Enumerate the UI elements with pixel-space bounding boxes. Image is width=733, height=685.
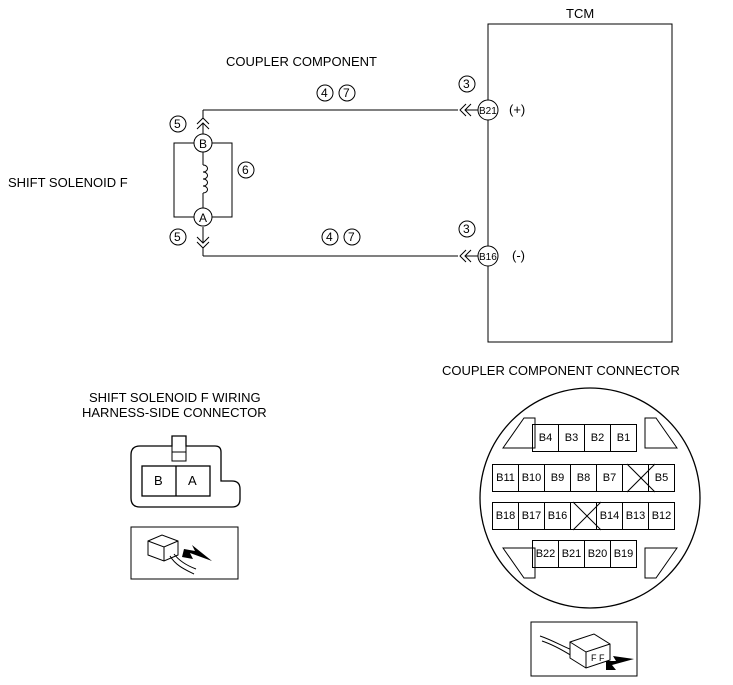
- harness-title-line1: SHIFT SOLENOID F WIRING: [89, 390, 261, 405]
- step-number: 5: [174, 230, 181, 244]
- coupler-pin: B16: [544, 502, 571, 530]
- harness-pin-b: B: [154, 473, 163, 488]
- solenoid-left-rail: [173, 142, 194, 218]
- harness-connector-drawing: [130, 435, 241, 508]
- coupler-pin: B13: [622, 502, 649, 530]
- step-number: 7: [348, 230, 355, 244]
- solenoid-right-rail: [212, 142, 233, 218]
- harness-title-line2: HARNESS-SIDE CONNECTOR: [82, 405, 267, 420]
- svg-text:F F: F F: [591, 653, 605, 663]
- upper-coupler-connector-icon: [459, 103, 467, 117]
- harness-view-direction-icon: [130, 526, 239, 580]
- step-number: 4: [321, 86, 328, 100]
- coupler-pin-row: B11 B10 B9 B8 B7 B5: [492, 464, 675, 492]
- coupler-pin: B17: [518, 502, 545, 530]
- coupler-pin-blocked: [622, 464, 649, 492]
- coupler-pin: B11: [492, 464, 519, 492]
- polarity-negative: (-): [512, 248, 525, 263]
- coupler-pin: B18: [492, 502, 519, 530]
- pin-b21-label: B21: [479, 106, 497, 117]
- coupler-pin-row: B18 B17 B16 B14 B13 B12: [492, 502, 675, 530]
- coupler-pin: B22: [532, 540, 559, 568]
- coupler-view-direction-icon: F F: [530, 621, 638, 677]
- shift-solenoid-label: SHIFT SOLENOID F: [8, 175, 128, 190]
- coupler-component-label: COUPLER COMPONENT: [226, 54, 377, 69]
- pin-b21-circle: [477, 99, 499, 121]
- polarity-positive: (+): [509, 102, 526, 117]
- coupler-pin: B21: [558, 540, 585, 568]
- coupler-pin: B3: [558, 424, 585, 452]
- upper-solenoid-connector-icon: [196, 117, 210, 125]
- coupler-pin: B14: [596, 502, 623, 530]
- step-number: 5: [174, 117, 181, 131]
- coupler-connector-title: COUPLER COMPONENT CONNECTOR: [442, 363, 680, 378]
- coupler-pin: B7: [596, 464, 623, 492]
- step-number: 4: [326, 230, 333, 244]
- harness-pin-a: A: [188, 473, 197, 488]
- coupler-pin: B5: [648, 464, 675, 492]
- coupler-pin: B10: [518, 464, 545, 492]
- coupler-pin: B4: [532, 424, 559, 452]
- coupler-pin: B19: [610, 540, 637, 568]
- pin-b16-circle: [477, 245, 499, 267]
- step-number: 3: [463, 77, 470, 91]
- coupler-pin-row: B22 B21 B20 B19: [532, 540, 637, 568]
- coupler-pin: B12: [648, 502, 675, 530]
- solenoid-coil-icon: [202, 164, 208, 194]
- coupler-pin: B20: [584, 540, 611, 568]
- coupler-pin: B9: [544, 464, 571, 492]
- pin-b16-label: B16: [479, 252, 497, 263]
- lower-coupler-connector-icon: [459, 249, 467, 263]
- solenoid-terminal-b: B: [199, 137, 208, 151]
- step-number: 6: [242, 163, 249, 177]
- step-number: 7: [343, 86, 350, 100]
- tcm-label: TCM: [566, 6, 595, 21]
- coupler-pin: B8: [570, 464, 597, 492]
- coupler-pin-row: B4 B3 B2 B1: [532, 424, 637, 452]
- coupler-connector-drawing: [479, 387, 701, 609]
- coupler-pin: B1: [610, 424, 637, 452]
- step-number: 3: [463, 222, 470, 236]
- solenoid-terminal-a: A: [199, 211, 208, 225]
- tcm-box: [487, 23, 673, 343]
- coupler-pin: B2: [584, 424, 611, 452]
- coupler-pin-blocked: [570, 502, 597, 530]
